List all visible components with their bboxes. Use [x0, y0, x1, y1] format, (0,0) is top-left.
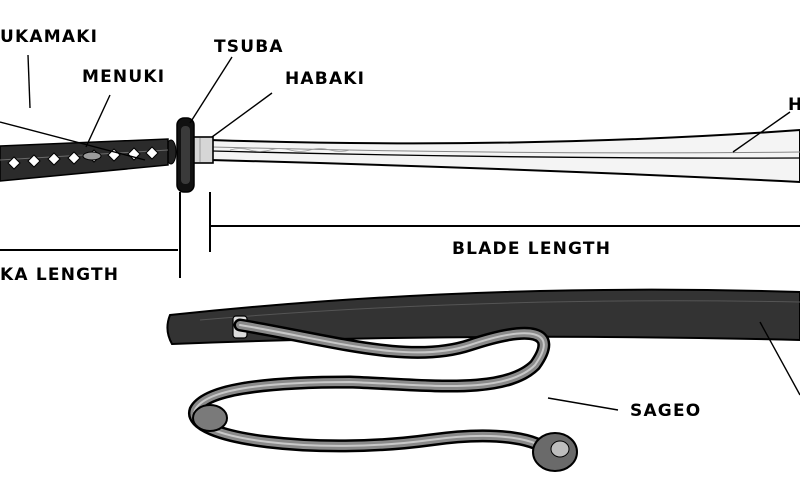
- handle: [0, 138, 169, 182]
- label-tsuka-length: KA LENGTH: [0, 265, 119, 285]
- label-blade-tip: H: [788, 95, 800, 115]
- label-habaki: HABAKI: [285, 69, 365, 89]
- scabbard: [166, 288, 800, 346]
- label-blade-length: BLADE LENGTH: [452, 239, 611, 259]
- sageo-cord: [188, 318, 800, 472]
- label-menuki: MENUKI: [82, 67, 165, 87]
- menuki-ornament: [82, 151, 102, 161]
- tsuba: [165, 117, 195, 193]
- labels: UKAMAKI MENUKI TSUBA HABAKI H KA LENGTH …: [0, 27, 800, 421]
- label-tsukamaki: UKAMAKI: [0, 27, 98, 47]
- label-sageo: SAGEO: [630, 401, 701, 421]
- sageo-left-end: [192, 404, 228, 432]
- leader-lines: [0, 54, 791, 161]
- blade: [209, 128, 800, 184]
- label-tsuba: TSUBA: [214, 37, 284, 57]
- habaki: [192, 136, 214, 164]
- dimension-lines: [0, 192, 800, 278]
